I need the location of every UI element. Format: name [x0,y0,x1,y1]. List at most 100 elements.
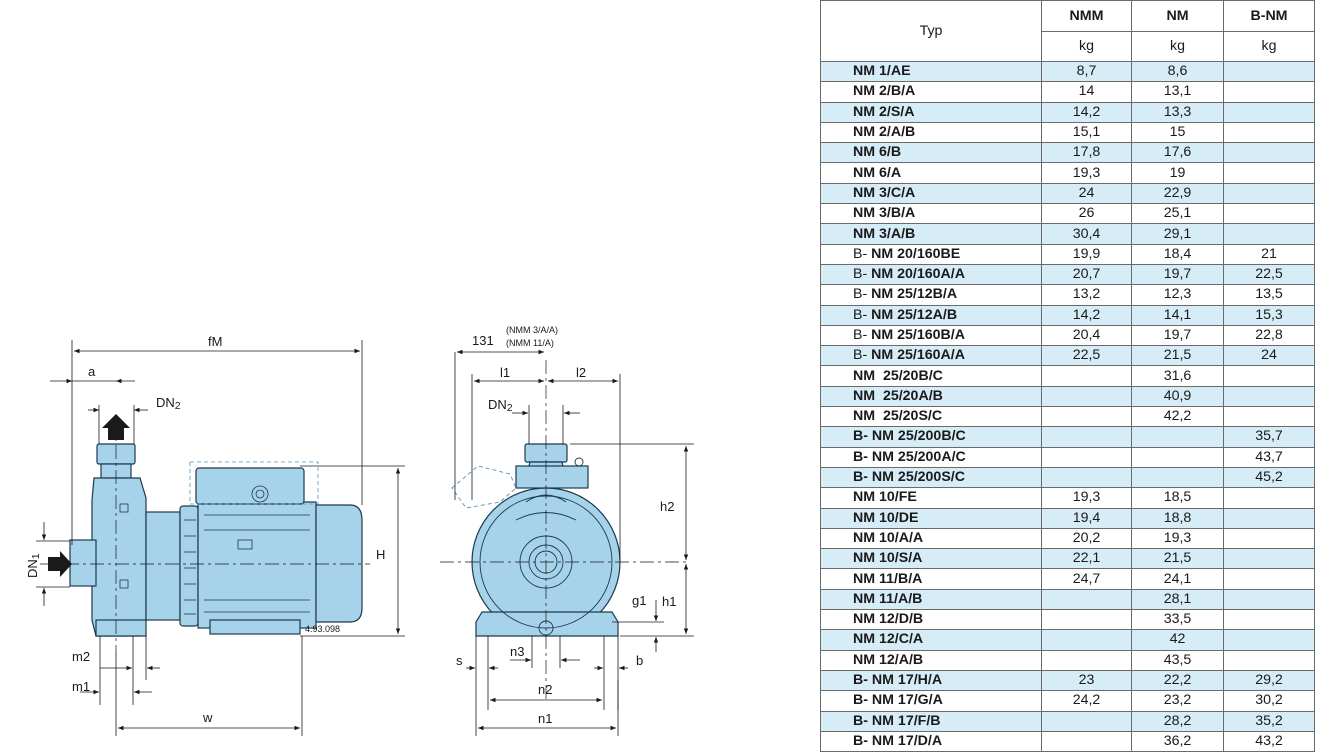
type-name: NM 11/B/A [853,570,923,587]
cell-type: NM 1/AE [820,60,1042,83]
type-name: NM 6/A [853,164,902,181]
dim-dn2-label: DN2 [156,395,181,412]
cell-bnm [1223,365,1315,387]
cell-bnm [1223,548,1315,570]
type-name: NM 25/200S/C [871,469,965,486]
cell-type: NM 12/A/B [820,649,1042,671]
cell-nmm: 22,1 [1041,548,1132,570]
cell-nmm: 14,2 [1041,101,1132,123]
cell-type: NM 3/C/A [820,182,1042,205]
cell-type: NM 2/B/A [820,81,1042,103]
dim-131: 131 [472,333,494,348]
dim-h2: h2 [660,499,674,514]
cell-type: B- NM 20/160BE [820,243,1042,265]
type-name: NM 6/B [853,144,902,161]
cell-nmm: 24 [1041,182,1132,205]
dim-n3: n3 [510,644,524,659]
cell-type: NM 10/DE [820,507,1042,529]
cell-nmm: 30,4 [1041,223,1132,245]
header-bnm: B-NM [1223,0,1315,32]
type-prefix: B- [853,428,872,445]
cell-type: B- NM 17/D/A [820,730,1042,753]
cell-nm: 18,8 [1131,507,1224,529]
cell-nm: 36,2 [1131,730,1224,753]
type-name: NM 2/S/A [853,103,915,120]
cell-nm: 13,3 [1131,101,1224,123]
cell-type: NM 25/20B/C [820,365,1042,387]
dim-dn2-front-label: DN2 [488,397,513,414]
cell-nmm [1041,466,1132,489]
cell-type: B- NM 25/200A/C [820,446,1042,468]
type-name: NM 10/A/A [853,529,924,546]
cell-type: NM 25/20A/B [820,385,1042,408]
type-name: NM 11/A/B [853,590,923,607]
cell-type: B- NM 25/12A/B [820,304,1042,326]
unit-nm: kg [1131,31,1224,62]
cell-bnm [1223,121,1315,144]
dim-a: a [88,364,96,379]
type-name: NM 2/A/B [853,124,916,141]
cell-bnm: 29,2 [1223,669,1315,692]
header-nm: NM [1131,0,1224,32]
cell-nmm: 15,1 [1041,121,1132,144]
type-name: NM 3/B/A [853,205,916,222]
cell-type: NM 3/B/A [820,203,1042,225]
cell-bnm [1223,568,1315,590]
cell-bnm: 13,5 [1223,284,1315,306]
cell-nmm [1041,385,1132,408]
header-nmm: NMM [1041,0,1132,32]
cell-nm: 42 [1131,629,1224,651]
cell-type: NM 2/A/B [820,121,1042,144]
side-dimension-lines [36,340,405,736]
cell-nm: 23,2 [1131,690,1224,712]
cell-nm: 18,5 [1131,487,1224,509]
cell-bnm [1223,609,1315,631]
cell-bnm [1223,162,1315,184]
cell-nm: 19,3 [1131,527,1224,550]
cell-nm: 8,6 [1131,60,1224,83]
cell-bnm: 22,8 [1223,324,1315,347]
cell-nmm [1041,406,1132,428]
type-prefix: B- [853,732,872,749]
type-name: NM 10/FE [853,489,917,506]
table-header-row: Typ NMM NM B-NM [820,0,1315,62]
cell-bnm [1223,142,1315,164]
cell-bnm [1223,81,1315,103]
unit-nmm: kg [1041,31,1132,62]
dim-g1: g1 [632,593,646,608]
cell-type: B- NM 25/160B/A [820,324,1042,347]
cell-bnm [1223,182,1315,205]
cell-type: NM 11/B/A [820,568,1042,590]
cell-bnm [1223,649,1315,671]
cell-nmm: 14 [1041,81,1132,103]
cell-nmm [1041,446,1132,468]
type-prefix: B- [853,672,872,689]
cell-nm: 21,5 [1131,345,1224,367]
cell-nm: 19,7 [1131,324,1224,347]
cell-nm [1131,426,1224,448]
cell-nmm [1041,710,1132,732]
cell-bnm: 21 [1223,243,1315,265]
type-name: NM 25/200A/C [871,448,966,465]
cell-type: B- NM 25/200B/C [820,426,1042,448]
cell-nm: 28,2 [1131,710,1224,732]
drawing-ref-number: 4.93.098 [305,624,340,634]
cell-nmm: 14,2 [1041,304,1132,326]
cell-type: NM 3/A/B [820,223,1042,245]
dim-H: H [376,547,385,562]
dim-s: s [456,653,463,668]
technical-drawings: fM a DN2 H DN1 m2 m1 w 4.93.098 [25,325,694,736]
cell-bnm [1223,223,1315,245]
cell-type: NM 2/S/A [820,101,1042,123]
